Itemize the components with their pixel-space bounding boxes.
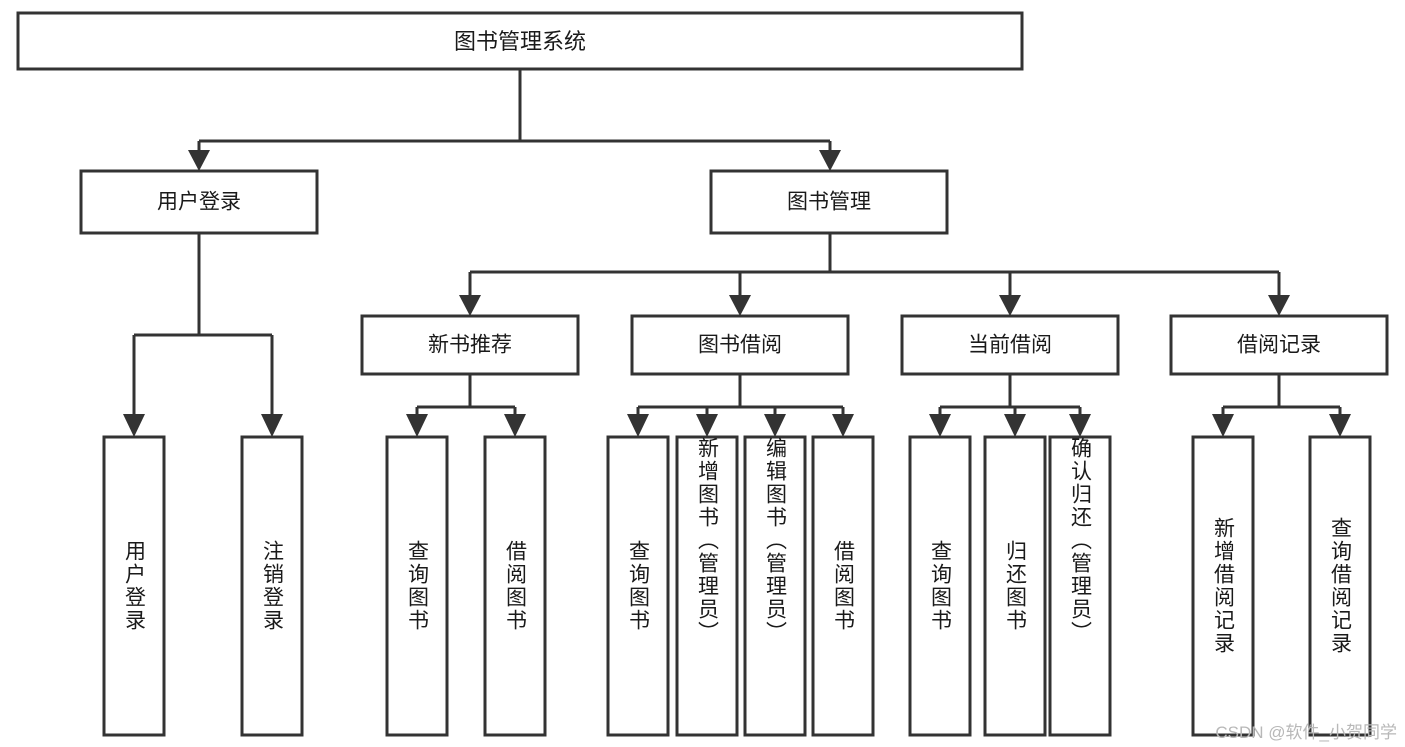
arrow-to-logout-leaf [261, 414, 283, 437]
node-nbr-query-book[interactable] [385, 435, 449, 737]
arrow-to-nbr-borrow-book [504, 414, 526, 437]
node-bb-borrow-book[interactable] [811, 435, 875, 737]
arrow-to-br-query-record [1329, 414, 1351, 437]
node-book-borrow-label: 图书借阅 [698, 334, 782, 357]
node-root-label: 图书管理系统 [454, 29, 586, 54]
node-layer: 图书管理系统 用户登录 图书管理 新书推荐 图书借阅 当前借阅 借阅记录 [16, 11, 1389, 737]
arrow-to-current-borrow [999, 295, 1021, 316]
arrow-to-bb-query-book [627, 414, 649, 437]
arrow-to-cb-return-book [1004, 414, 1026, 437]
arrow-to-bb-borrow-book [832, 414, 854, 437]
arrow-to-book-borrow [729, 295, 751, 316]
node-user-login-leaf[interactable] [102, 435, 166, 737]
node-new-book-recommend[interactable] [360, 314, 580, 376]
node-br-query-record[interactable] [1308, 435, 1372, 737]
arrow-to-nbr-query-book [406, 414, 428, 437]
arrow-to-user-login [188, 150, 210, 171]
node-borrow-record-label: 借阅记录 [1237, 334, 1321, 357]
node-br-add-record[interactable] [1191, 435, 1255, 737]
node-book-borrow[interactable] [630, 314, 850, 376]
arrow-to-borrow-record [1268, 295, 1290, 316]
node-bb-query-book[interactable] [606, 435, 670, 737]
arrow-to-cb-confirm-return [1069, 414, 1091, 437]
node-user-login[interactable] [79, 169, 319, 235]
node-root[interactable] [16, 11, 1024, 71]
node-book-manage-label: 图书管理 [787, 191, 871, 214]
arrowhead-layer [123, 150, 1351, 437]
arrow-to-bb-edit-book [764, 414, 786, 437]
arrow-to-new-book-recommend [459, 295, 481, 316]
arrow-to-br-add-record [1212, 414, 1234, 437]
node-cb-return-book[interactable] [983, 435, 1047, 737]
node-user-login-label: 用户登录 [157, 191, 241, 214]
arrow-to-bb-add-book [696, 414, 718, 437]
arrow-to-user-login-leaf [123, 414, 145, 437]
node-cb-confirm-return[interactable] [1048, 435, 1112, 737]
node-current-borrow[interactable] [900, 314, 1120, 376]
node-new-book-recommend-label: 新书推荐 [428, 334, 512, 357]
node-book-manage[interactable] [709, 169, 949, 235]
node-current-borrow-label: 当前借阅 [968, 334, 1052, 357]
node-nbr-borrow-book[interactable] [483, 435, 547, 737]
arrow-to-cb-query-book [929, 414, 951, 437]
arrow-to-book-manage [819, 150, 841, 171]
node-logout-leaf[interactable] [240, 435, 304, 737]
node-borrow-record[interactable] [1169, 314, 1389, 376]
node-cb-query-book[interactable] [908, 435, 972, 737]
csdn-watermark: CSDN @软件_小贺同学 [1215, 723, 1397, 742]
node-bb-add-book[interactable] [675, 435, 739, 737]
node-bb-edit-book[interactable] [743, 435, 807, 737]
